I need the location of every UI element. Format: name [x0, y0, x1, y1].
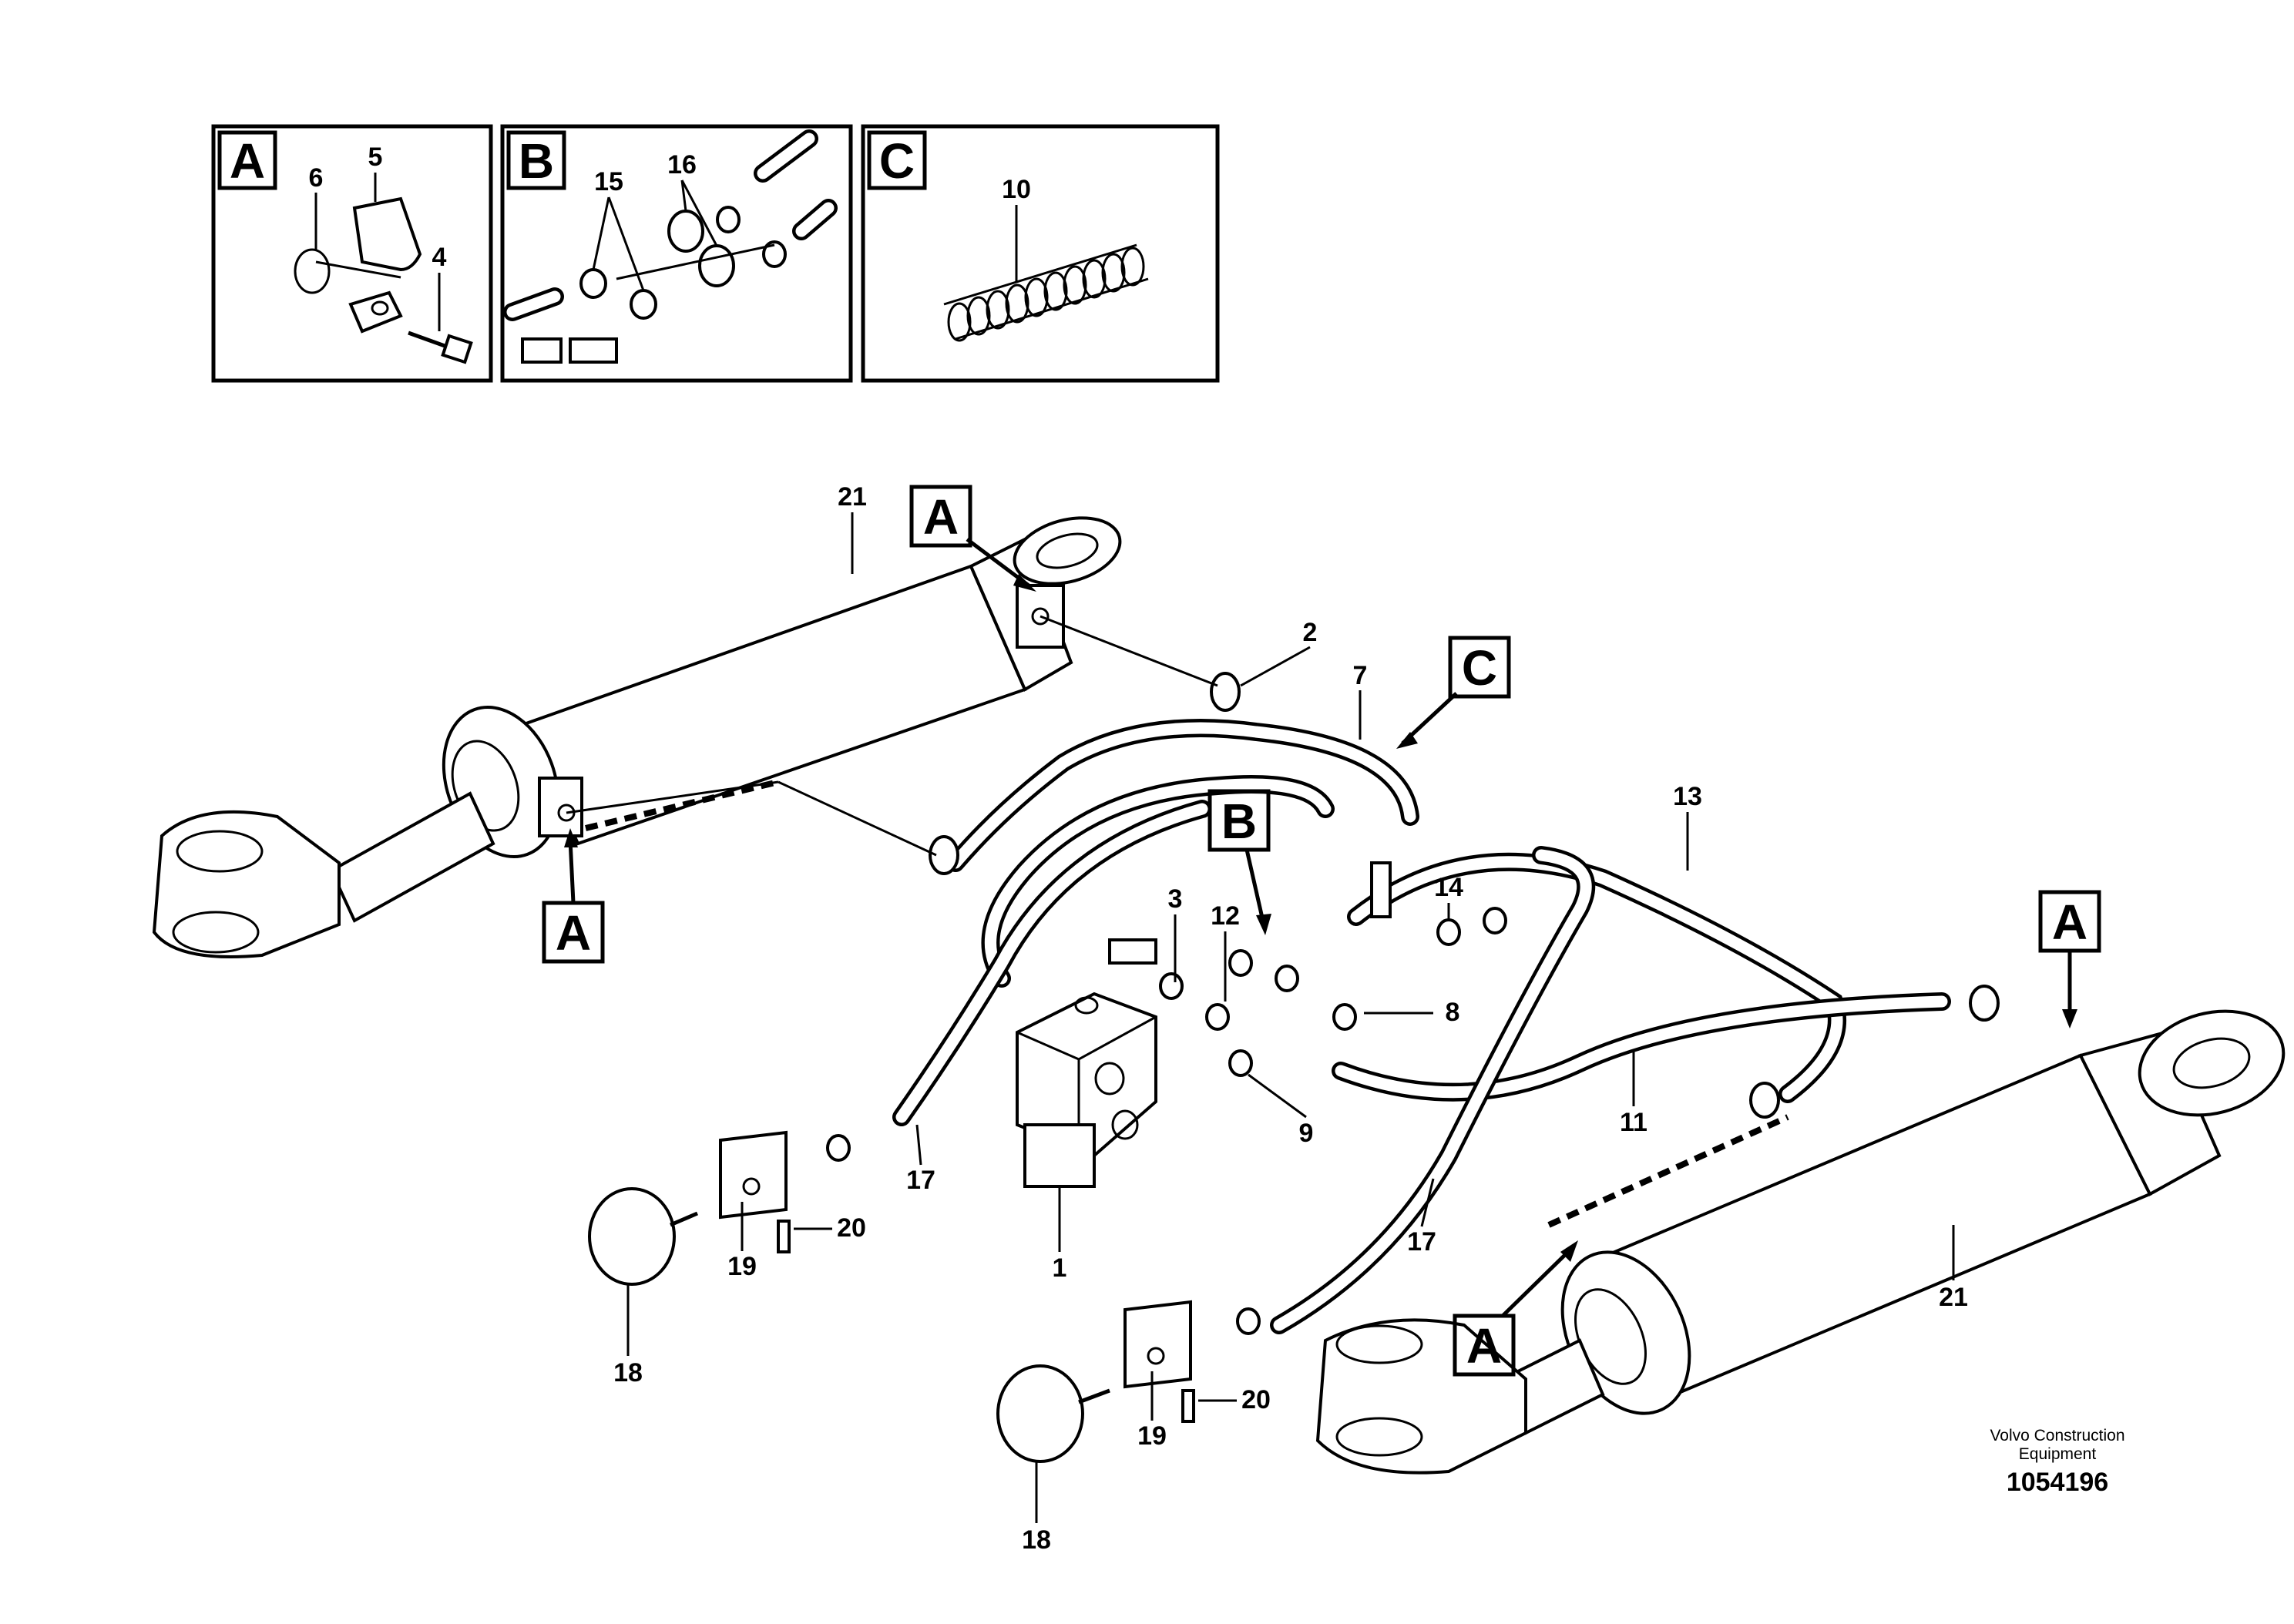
callout-a-bottom: A: [1453, 1240, 1578, 1377]
part-number-labels: 21 2 7 13 3 12 14 8 9 11 17 17 1 21 19 1…: [613, 482, 1968, 1555]
bracket-right: [1123, 1300, 1192, 1389]
callout-a-right: A: [2038, 890, 2101, 1028]
nut-part: [698, 244, 735, 287]
accumulator-right: [996, 1300, 1195, 1463]
bracket-left: [719, 1130, 788, 1220]
svg-text:A: A: [556, 905, 591, 961]
part-4-label: 4: [432, 243, 447, 272]
valve-block-part: [1016, 992, 1157, 1188]
part-10-label: 10: [1002, 175, 1031, 204]
part-11-label: 11: [1620, 1108, 1647, 1137]
detail-box-b-label: B: [519, 133, 554, 189]
part-19-right-label: 19: [1137, 1421, 1167, 1451]
part-21-bottom-label: 21: [1939, 1283, 1968, 1312]
detail-box-b: B 15 16: [500, 124, 853, 383]
bolt-part: [441, 334, 473, 364]
detail-box-c-label: C: [879, 133, 915, 189]
part-17-right-label: 17: [1407, 1227, 1436, 1257]
detail-box-a-label: A: [230, 133, 265, 189]
hydraulic-cylinder-top: [152, 516, 1122, 958]
flange-clamp-part: [352, 196, 422, 272]
hydraulic-cylinder-bottom: [1315, 1009, 2286, 1475]
o-ring-part: [294, 248, 331, 294]
figure-id: 1054196: [2007, 1468, 2108, 1497]
part-3-label: 3: [1168, 884, 1183, 914]
svg-text:B: B: [1221, 794, 1257, 849]
svg-text:C: C: [1462, 640, 1497, 696]
part-20-left-label: 20: [837, 1213, 866, 1243]
adapter-part: [630, 289, 657, 320]
callout-a-top: A: [909, 485, 1036, 592]
part-21-top-label: 21: [838, 482, 867, 512]
part-6-label: 6: [309, 163, 324, 193]
company-name-line2: Equipment: [2019, 1445, 2097, 1463]
part-7-label: 7: [1353, 661, 1368, 690]
hose-lines: [566, 615, 2000, 1335]
part-17-left-label: 17: [906, 1166, 935, 1195]
svg-text:A: A: [923, 489, 959, 545]
screw-left: [777, 1220, 791, 1253]
part-8-label: 8: [1446, 998, 1460, 1027]
detail-box-c: C 10: [861, 124, 1220, 383]
callout-a-left: A: [542, 828, 605, 964]
callout-b: B: [1207, 789, 1271, 935]
nut-part: [667, 210, 704, 253]
part-16-label: 16: [667, 150, 697, 180]
part-5-label: 5: [368, 143, 383, 172]
elbow-fitting-2: [1210, 672, 1241, 712]
part-14-label: 14: [1434, 873, 1463, 902]
spring-guard-part: [943, 243, 1149, 342]
svg-text:A: A: [2052, 894, 2087, 950]
part-20-right-label: 20: [1241, 1385, 1271, 1414]
part-12-label: 12: [1211, 901, 1240, 931]
part-18-left-label: 18: [613, 1358, 643, 1387]
adapter-part: [579, 268, 607, 299]
detail-box-a: A 6 5 4: [211, 124, 493, 383]
part-19-left-label: 19: [727, 1252, 757, 1281]
part-18-right-label: 18: [1022, 1525, 1051, 1555]
callout-c: C: [1396, 636, 1511, 749]
screw-right: [1181, 1389, 1195, 1423]
part-15-label: 15: [594, 167, 623, 196]
part-1-label: 1: [1053, 1253, 1067, 1283]
company-name-line1: Volvo Construction: [1990, 1427, 2124, 1444]
part-13-label: 13: [1673, 782, 1702, 811]
accumulator-left: [588, 1130, 791, 1286]
part-9-label: 9: [1299, 1119, 1314, 1148]
footer-block: Volvo Construction Equipment 1054196: [1990, 1427, 2124, 1497]
svg-text:A: A: [1466, 1318, 1502, 1374]
part-2-label: 2: [1303, 618, 1318, 647]
